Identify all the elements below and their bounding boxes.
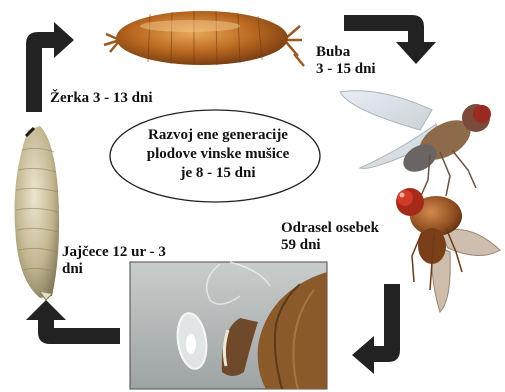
center-caption-line2: plodove vinske mušice (118, 145, 318, 164)
center-caption-line1: Razvoj ene generacije (118, 126, 318, 145)
egg-label-line1: Jajčece 12 ur - 3 (62, 244, 166, 261)
pupa-label-duration: 3 - 15 dni (316, 61, 376, 78)
center-caption: Razvoj ene generacije plodove vinske muš… (118, 126, 318, 183)
pupa-label-name: Buba (316, 44, 376, 61)
cycle-arrow-bottom-right (352, 284, 400, 374)
cycle-arrow-bottom-left (26, 300, 120, 344)
adult-label-name: Odrasel osebek (281, 220, 379, 237)
fly-image-upper (340, 91, 491, 198)
fly-image-lower (396, 188, 500, 312)
larva-label: Žerka 3 - 13 dni (50, 90, 153, 107)
adult-label: Odrasel osebek 59 dni (281, 220, 379, 254)
egg-photo (130, 262, 327, 389)
pupa-label: Buba 3 - 15 dni (316, 44, 376, 78)
adult-label-duration: 59 dni (281, 237, 379, 254)
pupa-image (104, 11, 304, 66)
center-caption-line3: je 8 - 15 dni (118, 164, 318, 183)
larva-image (15, 126, 60, 300)
egg-label: Jajčece 12 ur - 3 dni (62, 244, 166, 278)
egg-label-line2: dni (62, 261, 166, 278)
